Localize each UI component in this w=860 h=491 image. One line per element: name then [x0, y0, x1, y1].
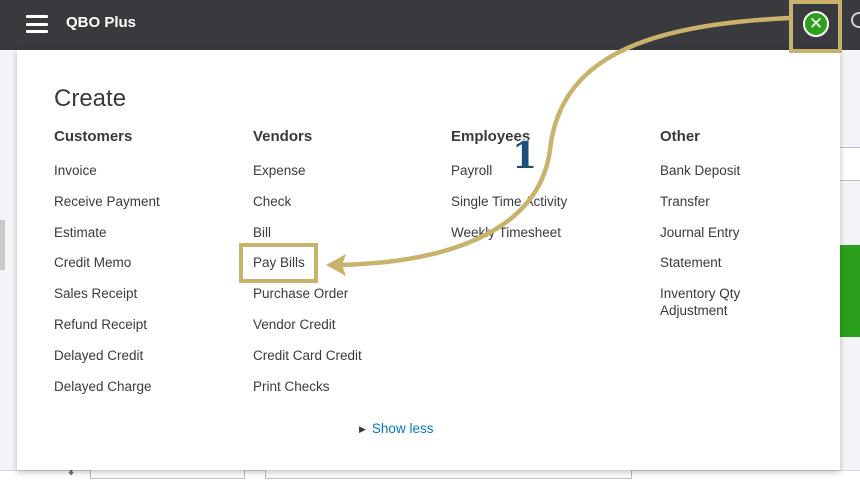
- column-heading-employees: Employees: [451, 128, 531, 145]
- menu-item-bank-deposit[interactable]: Bank Deposit: [660, 163, 741, 178]
- menu-item-credit-card-credit[interactable]: Credit Card Credit: [253, 347, 362, 363]
- column-employees: Employees Payroll Single Time Activity W…: [451, 128, 567, 254]
- triangle-right-icon: ▶: [359, 424, 366, 434]
- column-heading-customers: Customers: [54, 128, 133, 145]
- menu-item-single-time-activity[interactable]: Single Time Activity: [451, 193, 568, 209]
- menu-item-expense[interactable]: Expense: [253, 163, 306, 178]
- top-bar: QBO Plus ✕: [0, 0, 860, 50]
- menu-item-estimate[interactable]: Estimate: [54, 224, 107, 240]
- menu-item-inventory-qty-adjustment[interactable]: Inventory Qty Adjustment: [660, 286, 741, 319]
- search-icon[interactable]: [851, 12, 860, 28]
- menu-item-credit-memo[interactable]: Credit Memo: [54, 255, 132, 271]
- background-side-tab: [0, 220, 5, 270]
- menu-item-payroll[interactable]: Payroll: [451, 163, 493, 178]
- menu-item-print-checks[interactable]: Print Checks: [253, 378, 330, 394]
- menu-item-delayed-credit[interactable]: Delayed Credit: [54, 347, 144, 363]
- column-vendors: Vendors Expense Check Bill Pay Bills Pur…: [253, 128, 362, 408]
- menu-item-journal-entry[interactable]: Journal Entry: [660, 224, 740, 240]
- hamburger-menu-icon[interactable]: [26, 15, 48, 33]
- show-less-label: Show less: [371, 421, 434, 436]
- step-number-label: 1: [512, 135, 538, 177]
- app-title: QBO Plus: [66, 14, 137, 31]
- column-heading-other: Other: [660, 128, 701, 145]
- menu-item-weekly-timesheet[interactable]: Weekly Timesheet: [451, 224, 562, 240]
- menu-item-receive-payment[interactable]: Receive Payment: [54, 193, 160, 209]
- close-icon[interactable]: ✕: [803, 11, 829, 37]
- create-panel: Create Customers Invoice Receive Payment…: [17, 50, 840, 470]
- arrow-down-icon: ⬇: [66, 464, 77, 478]
- panel-title: Create: [54, 85, 127, 112]
- menu-item-pay-bills[interactable]: Pay Bills: [253, 255, 305, 271]
- column-heading-vendors: Vendors: [253, 128, 313, 145]
- menu-item-vendor-credit[interactable]: Vendor Credit: [253, 316, 336, 332]
- menu-item-sales-receipt[interactable]: Sales Receipt: [54, 286, 138, 302]
- show-less-link[interactable]: ▶ Show less: [359, 421, 433, 436]
- menu-item-delayed-charge[interactable]: Delayed Charge: [54, 378, 152, 394]
- menu-item-bill[interactable]: Bill: [253, 224, 272, 240]
- menu-item-refund-receipt[interactable]: Refund Receipt: [54, 316, 148, 332]
- column-customers: Customers Invoice Receive Payment Estima…: [54, 128, 160, 408]
- menu-item-statement[interactable]: Statement: [660, 255, 722, 271]
- menu-item-invoice[interactable]: Invoice: [54, 163, 97, 178]
- background-action-button: [838, 245, 860, 337]
- background-dropdown: [838, 147, 860, 181]
- menu-item-transfer[interactable]: Transfer: [660, 193, 710, 209]
- menu-item-purchase-order[interactable]: Purchase Order: [253, 286, 349, 302]
- menu-item-check[interactable]: Check: [253, 193, 292, 209]
- column-other: Other Bank Deposit Transfer Journal Entr…: [660, 128, 770, 321]
